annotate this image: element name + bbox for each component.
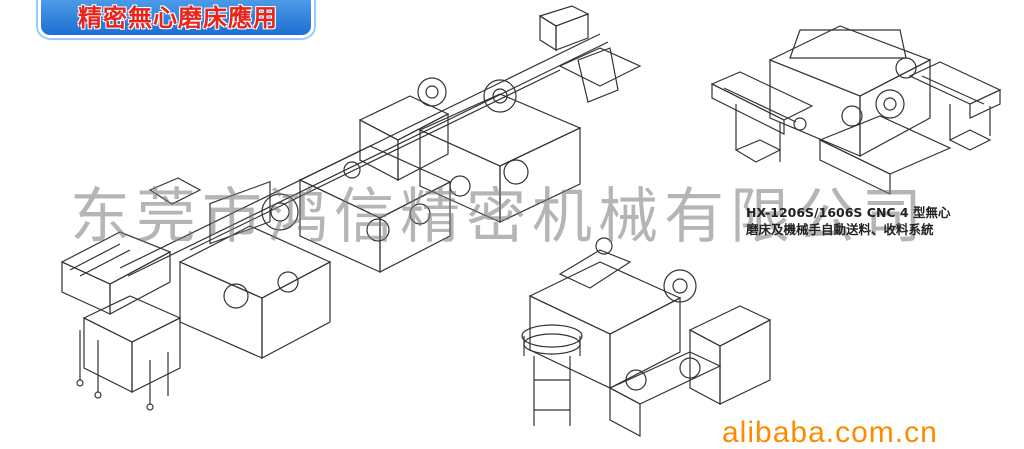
watermark-text: 东莞市鸿信精密机械有限公司 <box>70 182 928 252</box>
banner-title: 精密無心磨床應用 <box>78 4 278 32</box>
title-banner: 精密無心磨床應用 <box>38 0 314 38</box>
caption-line-2: 磨床及機械手自動送料、收料系統 <box>746 222 934 237</box>
machine-illustrations <box>60 5 1002 437</box>
production-line-drawing <box>60 5 642 411</box>
caption-line-1: HX-1206S/1606S CNC 4 型無心 <box>746 205 951 220</box>
site-watermark: alibaba.com.cn <box>722 416 938 449</box>
figure-caption: HX-1206S/1606S CNC 4 型無心 磨床及機械手自動送料、收料系統 <box>746 204 1016 238</box>
grinder-with-bowl-feeder-drawing <box>521 237 772 437</box>
cnc-grinder-system-drawing <box>710 25 1002 195</box>
